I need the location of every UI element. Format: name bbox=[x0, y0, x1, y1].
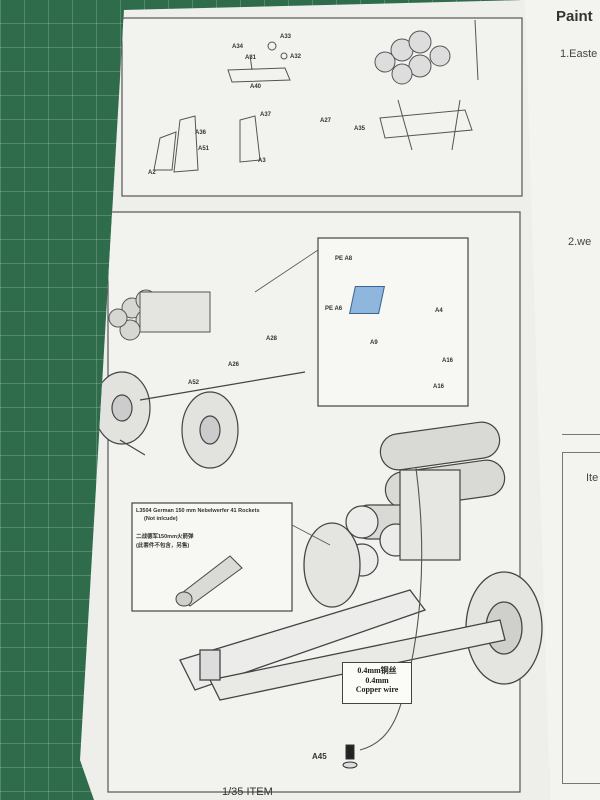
wire-line1: 0.4mm铜丝 bbox=[357, 666, 397, 675]
label-a4: A4 bbox=[435, 308, 443, 314]
big-launcher-sketch bbox=[345, 421, 506, 577]
copper-wire-label: 0.4mm铜丝 0.4mm Copper wire bbox=[342, 662, 412, 704]
wire-line3: Copper wire bbox=[355, 685, 399, 694]
label-a2: A2 bbox=[148, 170, 156, 176]
label-a35: A35 bbox=[354, 126, 366, 132]
right-divider bbox=[562, 434, 600, 435]
label-a40: A40 bbox=[250, 84, 262, 90]
label-a37: A37 bbox=[260, 112, 272, 118]
label-a45: A45 bbox=[312, 752, 327, 761]
rocket-sketch bbox=[175, 555, 243, 607]
right-page-step2: 2.we bbox=[568, 236, 592, 248]
small-part-sketch bbox=[342, 744, 358, 769]
mid-launcher-sketch bbox=[108, 289, 211, 341]
label-a36: A36 bbox=[195, 130, 207, 136]
side-plates-sketch bbox=[153, 115, 261, 173]
right-page-step3: Ite bbox=[586, 472, 599, 484]
tray-plate-sketch bbox=[227, 41, 291, 83]
label-a28: A28 bbox=[266, 336, 278, 342]
pe-bracket-highlight bbox=[349, 286, 385, 314]
rockets-line4: (此套件不包含，另售) bbox=[136, 543, 190, 549]
top-launcher-sketch bbox=[374, 19, 479, 151]
label-pe-a6: PE A6 bbox=[325, 306, 343, 312]
rockets-box-frame bbox=[131, 502, 293, 612]
right-page-header: Paint bbox=[556, 8, 593, 25]
label-pe-a8: PE A8 bbox=[335, 256, 353, 262]
mid-carriage-sketch bbox=[93, 371, 306, 469]
rockets-line2: (Not inlcude) bbox=[144, 516, 178, 522]
label-a16-lower: A16 bbox=[433, 384, 445, 390]
rockets-line1: L3504 German 150 mm Nebelwerfer 41 Rocke… bbox=[136, 508, 260, 514]
wire-line2: 0.4mm bbox=[365, 676, 389, 685]
label-a33: A33 bbox=[280, 34, 292, 40]
right-page-step1: 1.Easte bbox=[560, 48, 598, 60]
label-a3: A3 bbox=[258, 158, 266, 164]
big-carriage-sketch bbox=[179, 522, 543, 701]
page-drawing bbox=[93, 17, 543, 793]
right-box bbox=[562, 452, 600, 784]
label-a34: A34 bbox=[232, 44, 244, 50]
label-a26: A26 bbox=[228, 362, 240, 368]
label-a32: A32 bbox=[290, 54, 302, 60]
page-footer: 1/35 ITEM bbox=[222, 786, 273, 798]
label-a31: A31 bbox=[245, 55, 257, 61]
label-a16-upper: A16 bbox=[442, 358, 454, 364]
label-a9: A9 bbox=[370, 340, 378, 346]
label-a27: A27 bbox=[320, 118, 332, 124]
label-a51: A51 bbox=[198, 146, 210, 152]
label-a52: A52 bbox=[188, 380, 200, 386]
top-panel bbox=[121, 17, 523, 197]
instruction-page: A34 A33 A31 A32 A40 A36 A51 A2 A37 A3 A2… bbox=[80, 0, 550, 800]
rockets-line3: 二战德军150mm火箭弹 bbox=[136, 534, 194, 540]
detail-box bbox=[317, 237, 469, 407]
